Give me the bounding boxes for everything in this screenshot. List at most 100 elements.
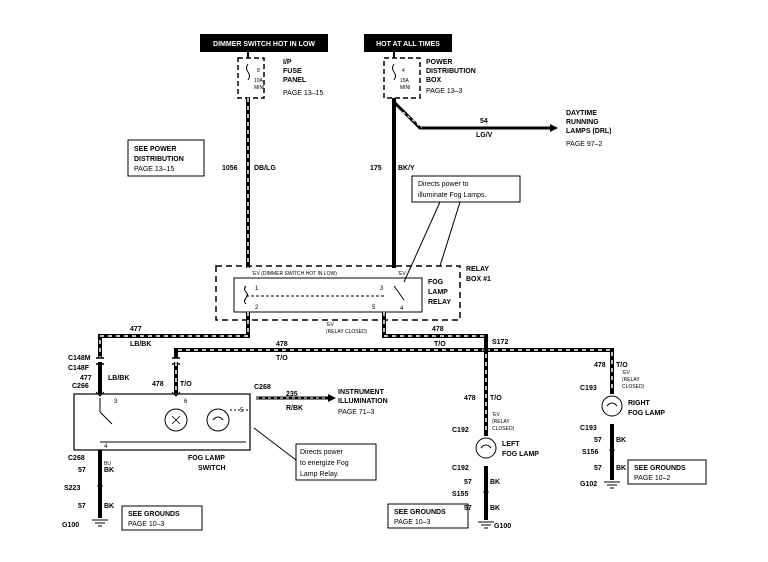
svg-text:4: 4 (104, 444, 108, 450)
svg-text:LG/V: LG/V (476, 132, 493, 139)
svg-text:FOG LAMP: FOG LAMP (628, 410, 665, 417)
svg-text:15A: 15A (400, 78, 410, 84)
svg-text:477: 477 (130, 326, 142, 333)
svg-text:T/O: T/O (490, 395, 502, 402)
dimmer-hot-label: DIMMER SWITCH HOT IN LOW (200, 34, 328, 52)
note-fog-lamps: Directs power to illuminate Fog Lamps. (403, 175, 521, 283)
svg-text:SEE GROUNDS: SEE GROUNDS (394, 509, 446, 516)
svg-text:BK: BK (490, 479, 500, 486)
svg-text:FUSE: FUSE (283, 68, 302, 75)
svg-text:PAGE 10–3: PAGE 10–3 (394, 519, 431, 526)
svg-text:C268: C268 (68, 455, 85, 462)
svg-text:478: 478 (432, 326, 444, 333)
svg-text:Directs power to: Directs power to (418, 181, 469, 188)
svg-text:C193: C193 (580, 425, 597, 432)
see-grounds-a: SEE GROUNDS PAGE 10–3 (121, 505, 203, 531)
svg-text:’EV (DIMMER SWITCH HOT IN LOW): ’EV (DIMMER SWITCH HOT IN LOW) (252, 271, 337, 277)
svg-text:PAGE 71–3: PAGE 71–3 (338, 409, 375, 416)
pdb-fuse-box: 4 15A MINI POWER DISTRIBUTION BOX PAGE 1… (383, 57, 476, 99)
svg-text:DAYTIME: DAYTIME (566, 110, 597, 117)
ip-fuse-panel: 8 10A MINI I/P FUSE PANEL PAGE 13–15 (237, 57, 323, 99)
svg-text:T/O: T/O (434, 341, 446, 348)
svg-text:BK: BK (490, 505, 500, 512)
svg-text:1056: 1056 (222, 165, 238, 172)
svg-text:3: 3 (114, 399, 118, 405)
svg-text:BOX: BOX (426, 77, 442, 84)
svg-text:LEFT: LEFT (502, 441, 520, 448)
svg-text:G102: G102 (580, 481, 597, 488)
svg-text:8: 8 (257, 68, 260, 74)
svg-text:235: 235 (286, 391, 298, 398)
svg-text:C192: C192 (452, 427, 469, 434)
svg-text:BK: BK (104, 503, 114, 510)
svg-text:6: 6 (184, 399, 188, 405)
svg-text:RELAY: RELAY (428, 299, 451, 306)
svg-text:’EV: ’EV (492, 412, 500, 418)
svg-text:T/O: T/O (180, 381, 192, 388)
svg-text:PAGE 10–2: PAGE 10–2 (634, 475, 671, 482)
svg-text:R/BK: R/BK (286, 405, 303, 412)
svg-text:’EV: ’EV (622, 370, 630, 376)
svg-text:S155: S155 (452, 491, 468, 498)
see-grounds-c: SEE GROUNDS PAGE 10–2 (627, 459, 707, 485)
svg-text:BK: BK (104, 467, 114, 474)
see-grounds-b: SEE GROUNDS PAGE 10–3 (387, 503, 469, 529)
svg-text:RUNNING: RUNNING (566, 119, 599, 126)
svg-text:54: 54 (480, 118, 488, 125)
svg-text:BK/Y: BK/Y (398, 165, 415, 172)
svg-text:4: 4 (402, 68, 405, 74)
svg-text:to energize Fog: to energize Fog (300, 460, 349, 467)
svg-text:57: 57 (78, 467, 86, 474)
svg-text:CLOSED): CLOSED) (622, 384, 645, 390)
svg-text:SEE GROUNDS: SEE GROUNDS (634, 465, 686, 472)
svg-text:4: 4 (400, 306, 404, 312)
svg-text:HOT AT ALL TIMES: HOT AT ALL TIMES (376, 41, 440, 48)
svg-text:(RELAY: (RELAY (492, 419, 510, 425)
svg-text:2: 2 (255, 305, 259, 311)
svg-text:PAGE 97–2: PAGE 97–2 (566, 141, 603, 148)
svg-text:57: 57 (78, 503, 86, 510)
note-relay: Directs power to energize Fog Lamp Relay… (253, 427, 377, 481)
svg-text:C148F: C148F (68, 365, 90, 372)
svg-text:FOG: FOG (428, 279, 444, 286)
svg-text:Directs power: Directs power (300, 449, 343, 456)
svg-text:(RELAY CLOSED): (RELAY CLOSED) (326, 329, 368, 335)
svg-text:S156: S156 (582, 449, 598, 456)
svg-text:DB/LG: DB/LG (254, 165, 276, 172)
svg-text:G100: G100 (494, 523, 511, 530)
svg-text:3: 3 (380, 286, 384, 292)
svg-text:BK: BK (616, 437, 626, 444)
relay-box: ’EV (DIMMER SWITCH HOT IN LOW) ’EV 1 2 3… (215, 265, 491, 321)
svg-text:BK: BK (616, 465, 626, 472)
svg-text:478: 478 (464, 395, 476, 402)
svg-text:DIMMER SWITCH HOT IN LOW: DIMMER SWITCH HOT IN LOW (213, 41, 315, 48)
svg-text:57: 57 (464, 479, 472, 486)
svg-text:LAMPS (DRL): LAMPS (DRL) (566, 128, 612, 135)
svg-text:CLOSED): CLOSED) (492, 426, 515, 432)
svg-text:S172: S172 (492, 339, 508, 346)
svg-text:RIGHT: RIGHT (628, 400, 651, 407)
svg-text:SWITCH: SWITCH (198, 465, 226, 472)
svg-text:C266: C266 (72, 383, 89, 390)
svg-text:’EV: ’EV (398, 271, 406, 277)
svg-text:INSTRUMENT: INSTRUMENT (338, 389, 385, 396)
svg-text:DISTRIBUTION: DISTRIBUTION (134, 156, 184, 163)
svg-text:C192: C192 (452, 465, 469, 472)
svg-text:57: 57 (594, 465, 602, 472)
svg-text:478: 478 (594, 362, 606, 369)
svg-text:LAMP: LAMP (428, 289, 448, 296)
svg-text:BU: BU (104, 461, 111, 467)
see-power-distribution: SEE POWER DISTRIBUTION PAGE 13–15 (127, 139, 205, 177)
svg-text:PAGE 13–15: PAGE 13–15 (283, 90, 323, 97)
fog-lamp-switch: 3 6 5 4 FOG LAMP SWITCH (73, 393, 251, 472)
svg-text:FOG LAMP: FOG LAMP (502, 451, 539, 458)
svg-text:PAGE 13–15: PAGE 13–15 (134, 166, 174, 173)
svg-text:Lamp Relay.: Lamp Relay. (300, 471, 339, 478)
svg-text:S223: S223 (64, 485, 80, 492)
svg-text:C193: C193 (580, 385, 597, 392)
svg-text:POWER: POWER (426, 59, 452, 66)
hot-all-times-label: HOT AT ALL TIMES (364, 34, 452, 52)
svg-text:(RELAY: (RELAY (622, 377, 640, 383)
svg-text:478: 478 (152, 381, 164, 388)
